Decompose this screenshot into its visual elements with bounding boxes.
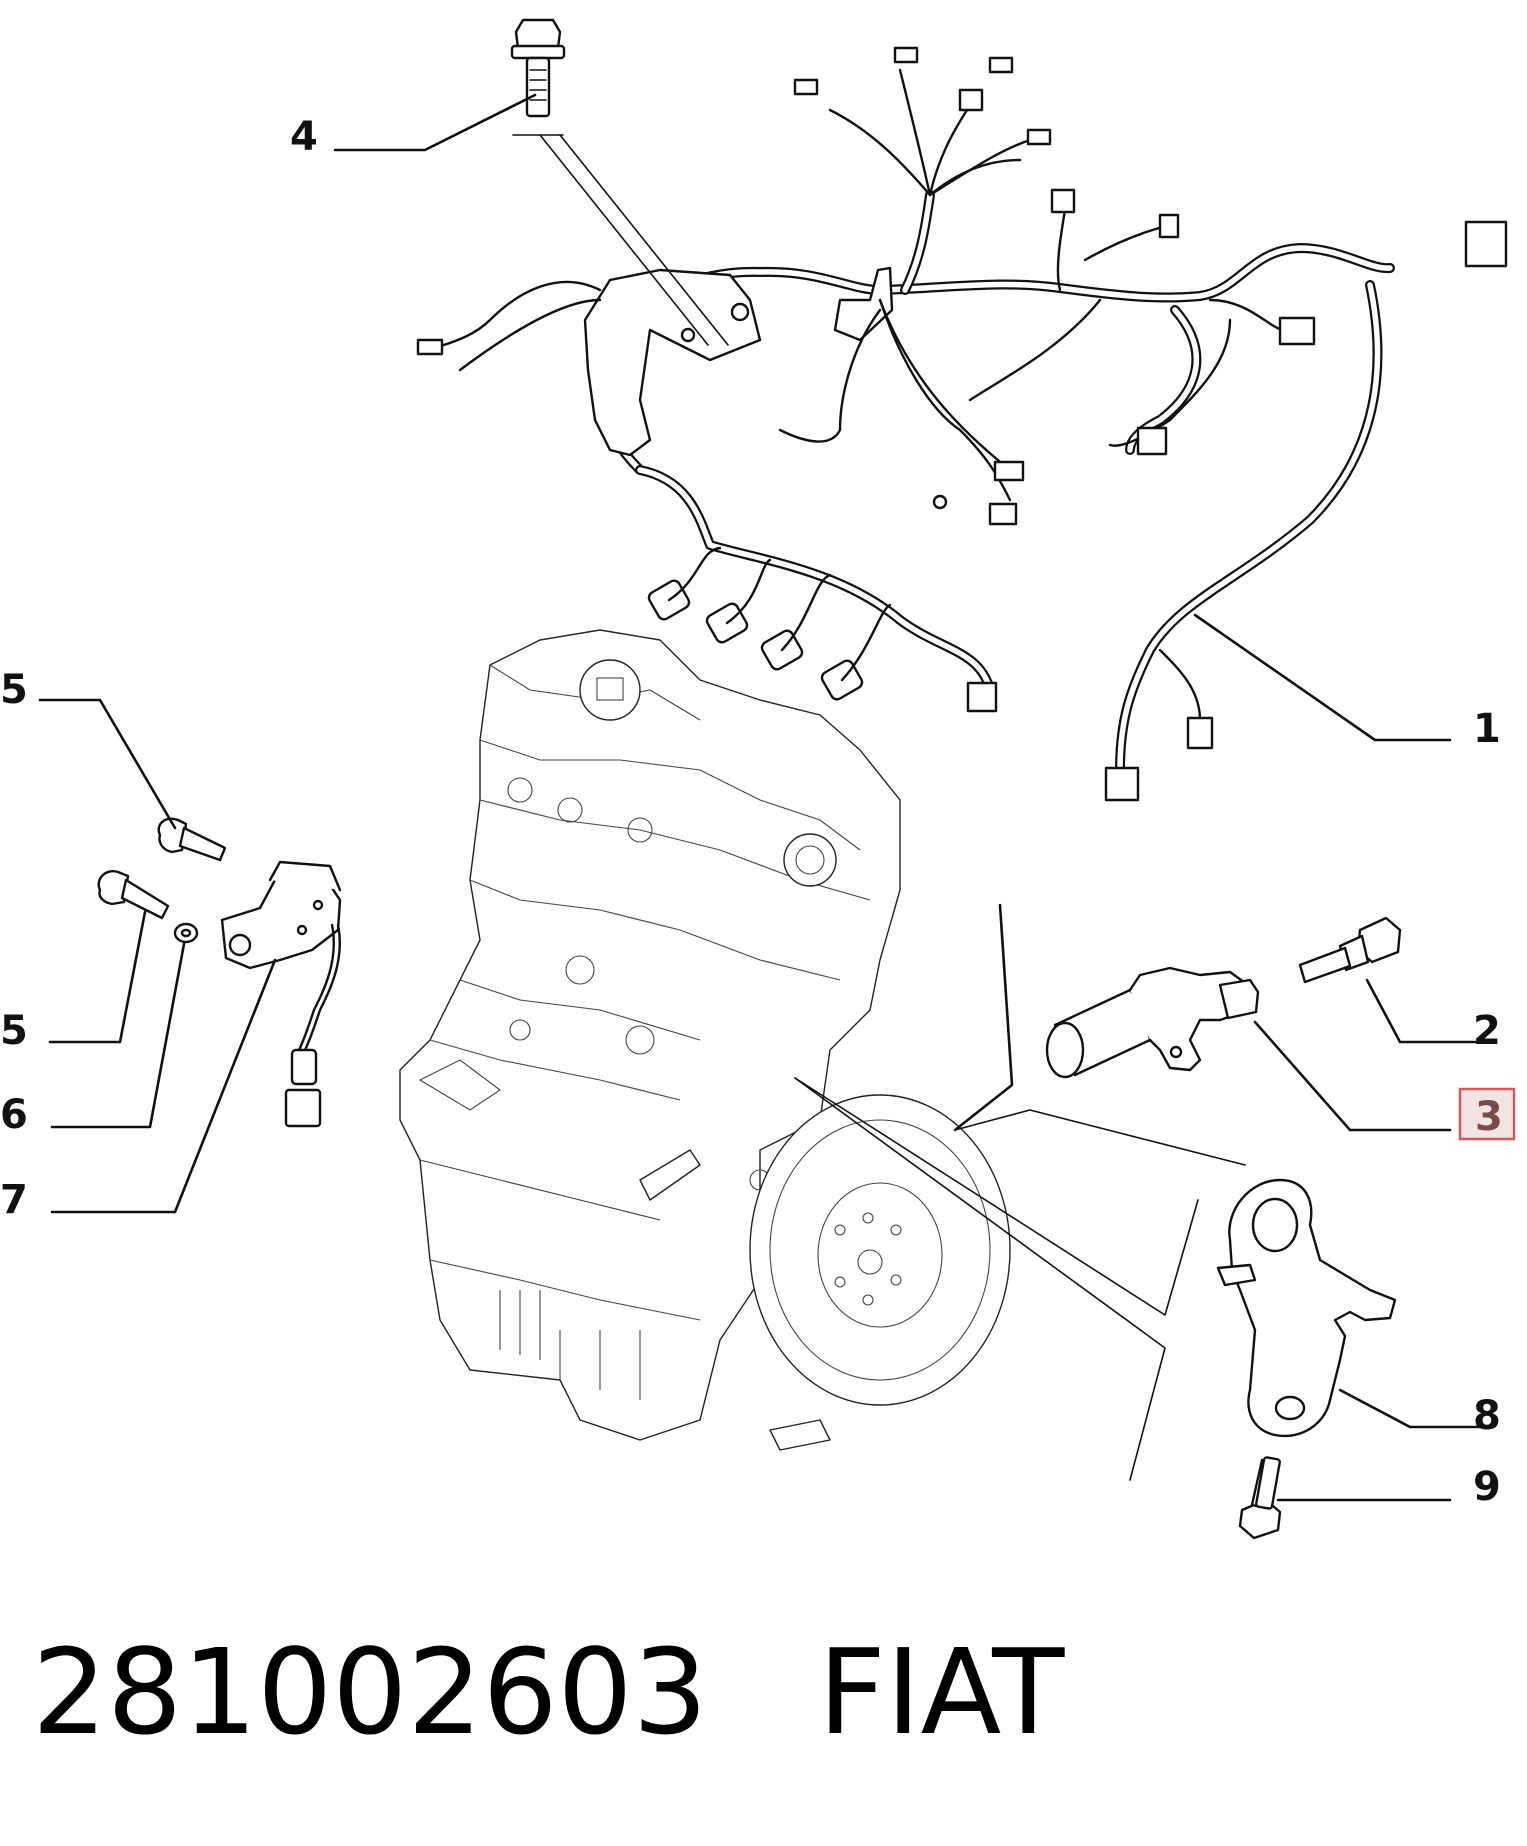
part-8-bracket[interactable] [1216,1178,1397,1438]
part-2-bolt[interactable] [1298,916,1402,984]
wiring-harness[interactable] [416,46,1508,802]
part-4-bolt[interactable] [510,18,566,118]
part-7-sensor[interactable] [220,860,342,1128]
callout-8: 8 [1473,1393,1501,1439]
callout-7: 7 [0,1177,28,1223]
part-6-washer[interactable] [173,922,199,944]
brand-name: FIAT [818,1623,1065,1761]
callout-5-lower: 5 [0,1008,28,1054]
callout-9: 9 [1473,1464,1501,1510]
callout-1: 1 [1473,706,1501,752]
injector-connectors [647,546,998,713]
callout-2: 2 [1473,1008,1501,1054]
callout-3-highlight: 3 [1458,1087,1516,1141]
footer: 281002603 FIAT [32,1623,1065,1761]
callout-3: 3 [1475,1094,1503,1140]
part-number: 281002603 [32,1623,708,1761]
callout-6: 6 [0,1092,28,1138]
engine-block [399,629,1011,1451]
callout-labels: 1 2 3 4 5 5 6 7 8 9 [0,114,1516,1510]
leader-lines [38,93,1482,1502]
callout-5-upper: 5 [0,667,28,713]
part-5-bolt-lower[interactable] [97,870,170,920]
part-5-bolt-upper[interactable] [157,817,227,862]
part-3-camshaft-sensor[interactable] [1045,966,1260,1079]
callout-4: 4 [290,114,318,160]
part-9-bolt[interactable] [1238,1456,1282,1540]
